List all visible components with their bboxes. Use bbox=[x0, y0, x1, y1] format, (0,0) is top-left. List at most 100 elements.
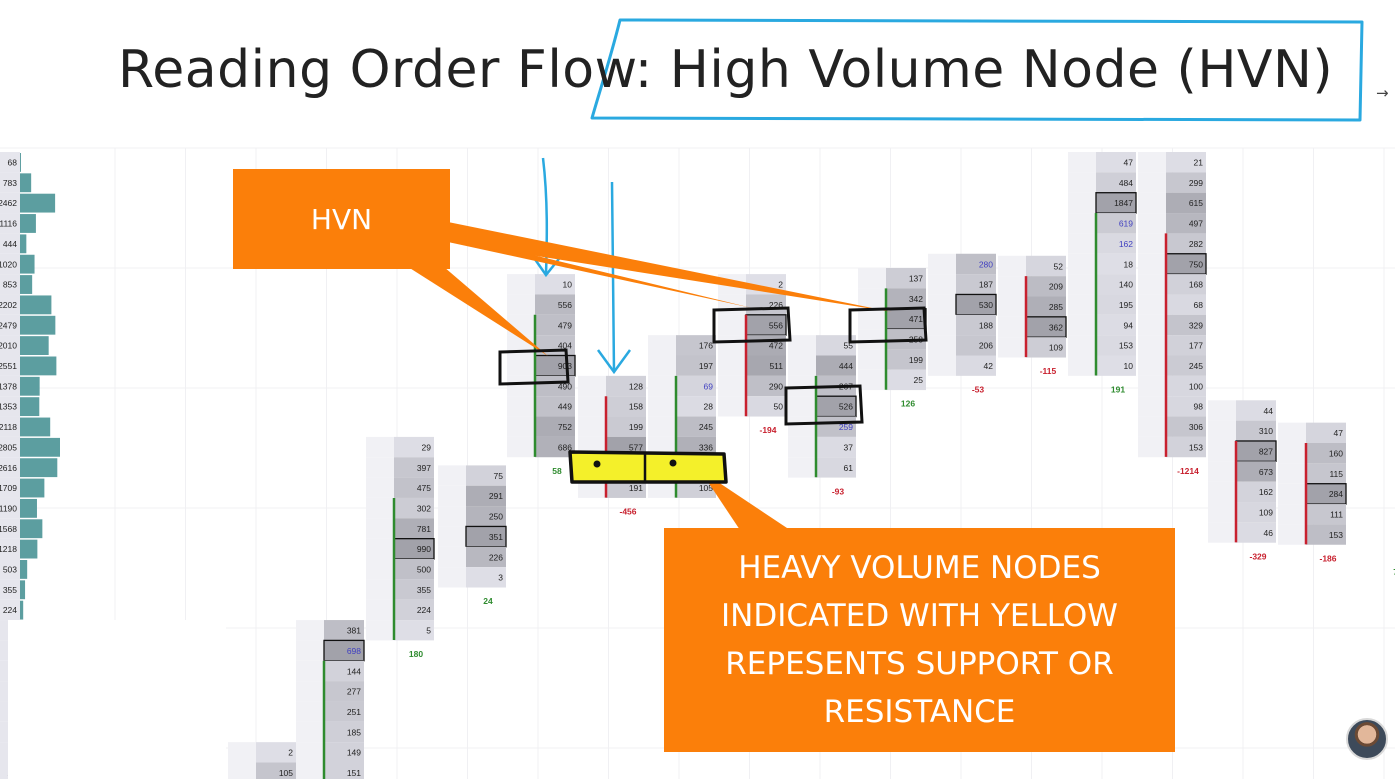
footprint-value: 44 bbox=[1264, 406, 1274, 416]
footprint-cell-bg bbox=[1278, 524, 1306, 545]
profile-value: 1353 bbox=[0, 402, 17, 412]
footprint-cell-bg bbox=[928, 253, 956, 275]
footprint-value: 484 bbox=[1119, 178, 1133, 188]
profile-bar bbox=[20, 315, 56, 335]
footprint-cell bbox=[1236, 400, 1276, 421]
footprint-cell bbox=[394, 477, 434, 498]
footprint-cell bbox=[466, 567, 506, 588]
footprint-cell-bg bbox=[507, 294, 535, 315]
footprint-value: 18 bbox=[1124, 259, 1134, 269]
footprint-value: 290 bbox=[769, 381, 783, 391]
footprint-cell bbox=[1166, 192, 1206, 214]
footprint-cell bbox=[1096, 355, 1136, 376]
footprint-cell-bg bbox=[1068, 355, 1096, 376]
footprint-cell bbox=[1236, 440, 1276, 462]
footprint-cell-bg bbox=[1138, 233, 1166, 254]
profile-label-cell bbox=[0, 274, 20, 295]
footprint-cell bbox=[1306, 504, 1346, 525]
heavy-pointer bbox=[700, 470, 790, 530]
footprint-value: 140 bbox=[1119, 280, 1133, 290]
footprint-value: 284 bbox=[1329, 489, 1343, 499]
footprint-cell bbox=[1096, 213, 1136, 234]
footprint-bars: 2105245381698144277251185149151293974753… bbox=[228, 152, 1395, 779]
footprint-value: 105 bbox=[279, 768, 293, 778]
footprint-value: 698 bbox=[347, 646, 361, 656]
profile-label-cell bbox=[0, 253, 20, 275]
bar-delta: 180 bbox=[409, 649, 423, 659]
footprint-value: 259 bbox=[839, 422, 853, 432]
footprint-cell bbox=[1236, 461, 1276, 482]
footprint-cell bbox=[1236, 481, 1276, 503]
footprint-cell bbox=[394, 620, 434, 641]
footprint-cell bbox=[394, 579, 434, 600]
footprint-value: 280 bbox=[979, 259, 993, 269]
profile-bar bbox=[20, 295, 52, 315]
footprint-cell-bg bbox=[718, 294, 746, 315]
footprint-value: 291 bbox=[489, 491, 503, 501]
profile-value: 2616 bbox=[0, 463, 17, 473]
footprint-cell-bg bbox=[1068, 274, 1096, 295]
footprint-value: 109 bbox=[1049, 343, 1063, 353]
footprint-cell bbox=[886, 308, 926, 330]
footprint-cell bbox=[466, 546, 506, 568]
footprint-value: 206 bbox=[979, 341, 993, 351]
yellow-hvn-highlight bbox=[568, 450, 728, 484]
footprint-cell-bg bbox=[1138, 375, 1166, 397]
footprint-cell-bg bbox=[1208, 400, 1236, 421]
footprint-cell-bg bbox=[507, 396, 535, 417]
footprint-cell-bg bbox=[1068, 213, 1096, 234]
footprint-value: 277 bbox=[347, 687, 361, 697]
footprint-cell-bg bbox=[1138, 314, 1166, 336]
footprint-cell-bg bbox=[1138, 416, 1166, 437]
profile-bar bbox=[20, 397, 40, 417]
profile-label-cell bbox=[0, 579, 20, 600]
profile-label-cell bbox=[0, 436, 20, 458]
footprint-cell-bg bbox=[998, 296, 1026, 317]
callout-line-4: RESISTANCE bbox=[823, 694, 1016, 730]
footprint-cell-bg bbox=[296, 721, 324, 743]
footprint-cell bbox=[1026, 276, 1066, 297]
footprint-cell-bg bbox=[438, 567, 466, 588]
right-arrow-icon[interactable]: → bbox=[1376, 84, 1389, 102]
footprint-cell-bg bbox=[578, 375, 606, 397]
profile-bar bbox=[20, 193, 56, 213]
footprint-value: 781 bbox=[417, 524, 431, 534]
footprint-cell bbox=[394, 559, 434, 580]
blank-patch bbox=[8, 620, 226, 779]
footprint-cell-bg bbox=[788, 436, 816, 458]
footprint-value: 673 bbox=[1259, 467, 1273, 477]
footprint-cell bbox=[466, 465, 506, 486]
footprint-value: 310 bbox=[1259, 426, 1273, 436]
footprint-value: 128 bbox=[629, 381, 643, 391]
footprint-value: 299 bbox=[1189, 178, 1203, 188]
footprint-cell bbox=[886, 267, 926, 289]
footprint-value: 185 bbox=[347, 727, 361, 737]
profile-label-cell bbox=[0, 559, 20, 580]
footprint-cell bbox=[1306, 483, 1346, 505]
footprint-value: 151 bbox=[347, 768, 361, 778]
footprint-value: 153 bbox=[1119, 341, 1133, 351]
footprint-cell bbox=[1166, 172, 1206, 193]
footprint-cell-bg bbox=[1068, 152, 1096, 173]
footprint-cell bbox=[606, 416, 646, 437]
footprint-cell-bg bbox=[296, 742, 324, 763]
profile-value: 1218 bbox=[0, 544, 17, 554]
hand-drawn-box bbox=[784, 384, 864, 426]
footprint-value: 226 bbox=[769, 300, 783, 310]
footprint-cell bbox=[746, 355, 786, 376]
footprint-cell bbox=[1236, 522, 1276, 543]
footprint-cell-bg bbox=[928, 294, 956, 315]
footprint-cell bbox=[324, 701, 364, 722]
footprint-cell-bg bbox=[1138, 213, 1166, 234]
footprint-cell bbox=[1306, 524, 1346, 545]
footprint-value: 1847 bbox=[1114, 198, 1133, 208]
footprint-cell bbox=[394, 538, 434, 559]
footprint-cell-bg bbox=[998, 255, 1026, 277]
footprint-cell-bg bbox=[998, 276, 1026, 297]
footprint-value: 250 bbox=[489, 512, 503, 522]
bar-delta: 126 bbox=[901, 399, 915, 409]
footprint-cell bbox=[1236, 420, 1276, 441]
footprint-cell-bg bbox=[1208, 440, 1236, 462]
footprint-value: 355 bbox=[417, 585, 431, 595]
footprint-value: 55 bbox=[844, 341, 854, 351]
